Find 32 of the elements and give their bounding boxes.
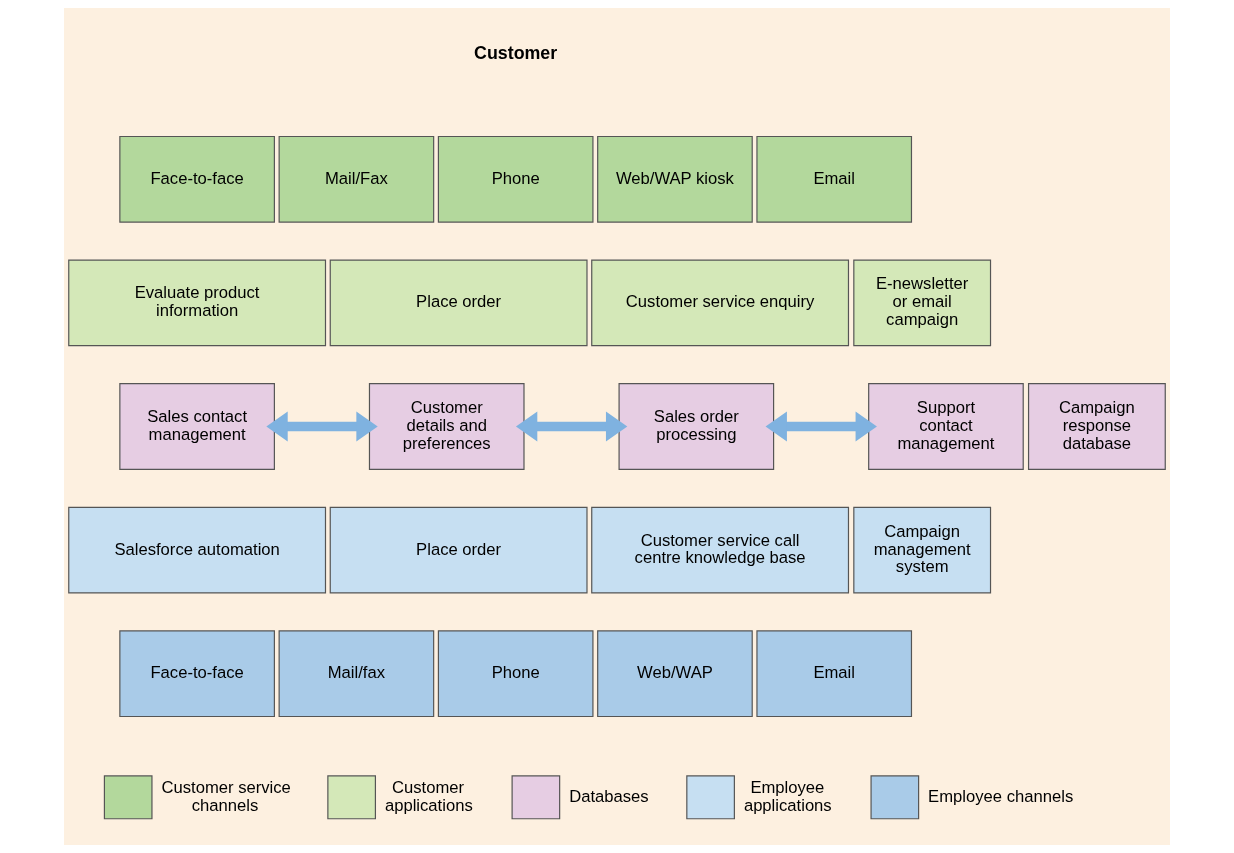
node-box: Phone [437,630,594,718]
node-box: Mail/fax [278,630,435,718]
label: Customer [474,42,558,63]
node-box: Face-to-face [119,630,275,718]
legend-label: Customer applications [384,777,473,815]
node-box: Support contact management [868,383,1024,470]
node-box: Customer service enquiry [591,259,850,347]
legend-label: Employee applications [743,777,832,815]
node-box: Evaluate product information [68,259,327,347]
arrow [765,411,877,442]
node-box: Face-to-face [119,135,275,223]
legend-label: Databases [569,786,649,806]
arrow [515,411,628,442]
node-box: Campaign management system [853,506,992,594]
arrow [266,411,378,442]
node-box: Salesforce automation [68,506,327,594]
legend-label: Customer service channels [161,777,291,815]
legend-label: Employee channels [928,786,1074,806]
node-box: Campaign response database [1027,383,1166,470]
node-box: Sales contact management [119,383,275,470]
node-box: Web/WAP [597,630,753,718]
node-box: Mail/Fax [278,135,435,223]
node-box: Phone [437,135,594,223]
node-box: Place order [329,506,588,594]
node-box: E-newsletter or email campaign [853,259,992,347]
node-box: Customer service call centre knowledge base [591,506,850,594]
node-box: Customer details and preferences [368,383,525,470]
node-box: Email [756,135,913,223]
node-box: Email [756,630,913,718]
node-box: Sales order processing [618,383,775,470]
node-box: Web/WAP kiosk [597,135,753,223]
node-box: Place order [329,259,588,347]
